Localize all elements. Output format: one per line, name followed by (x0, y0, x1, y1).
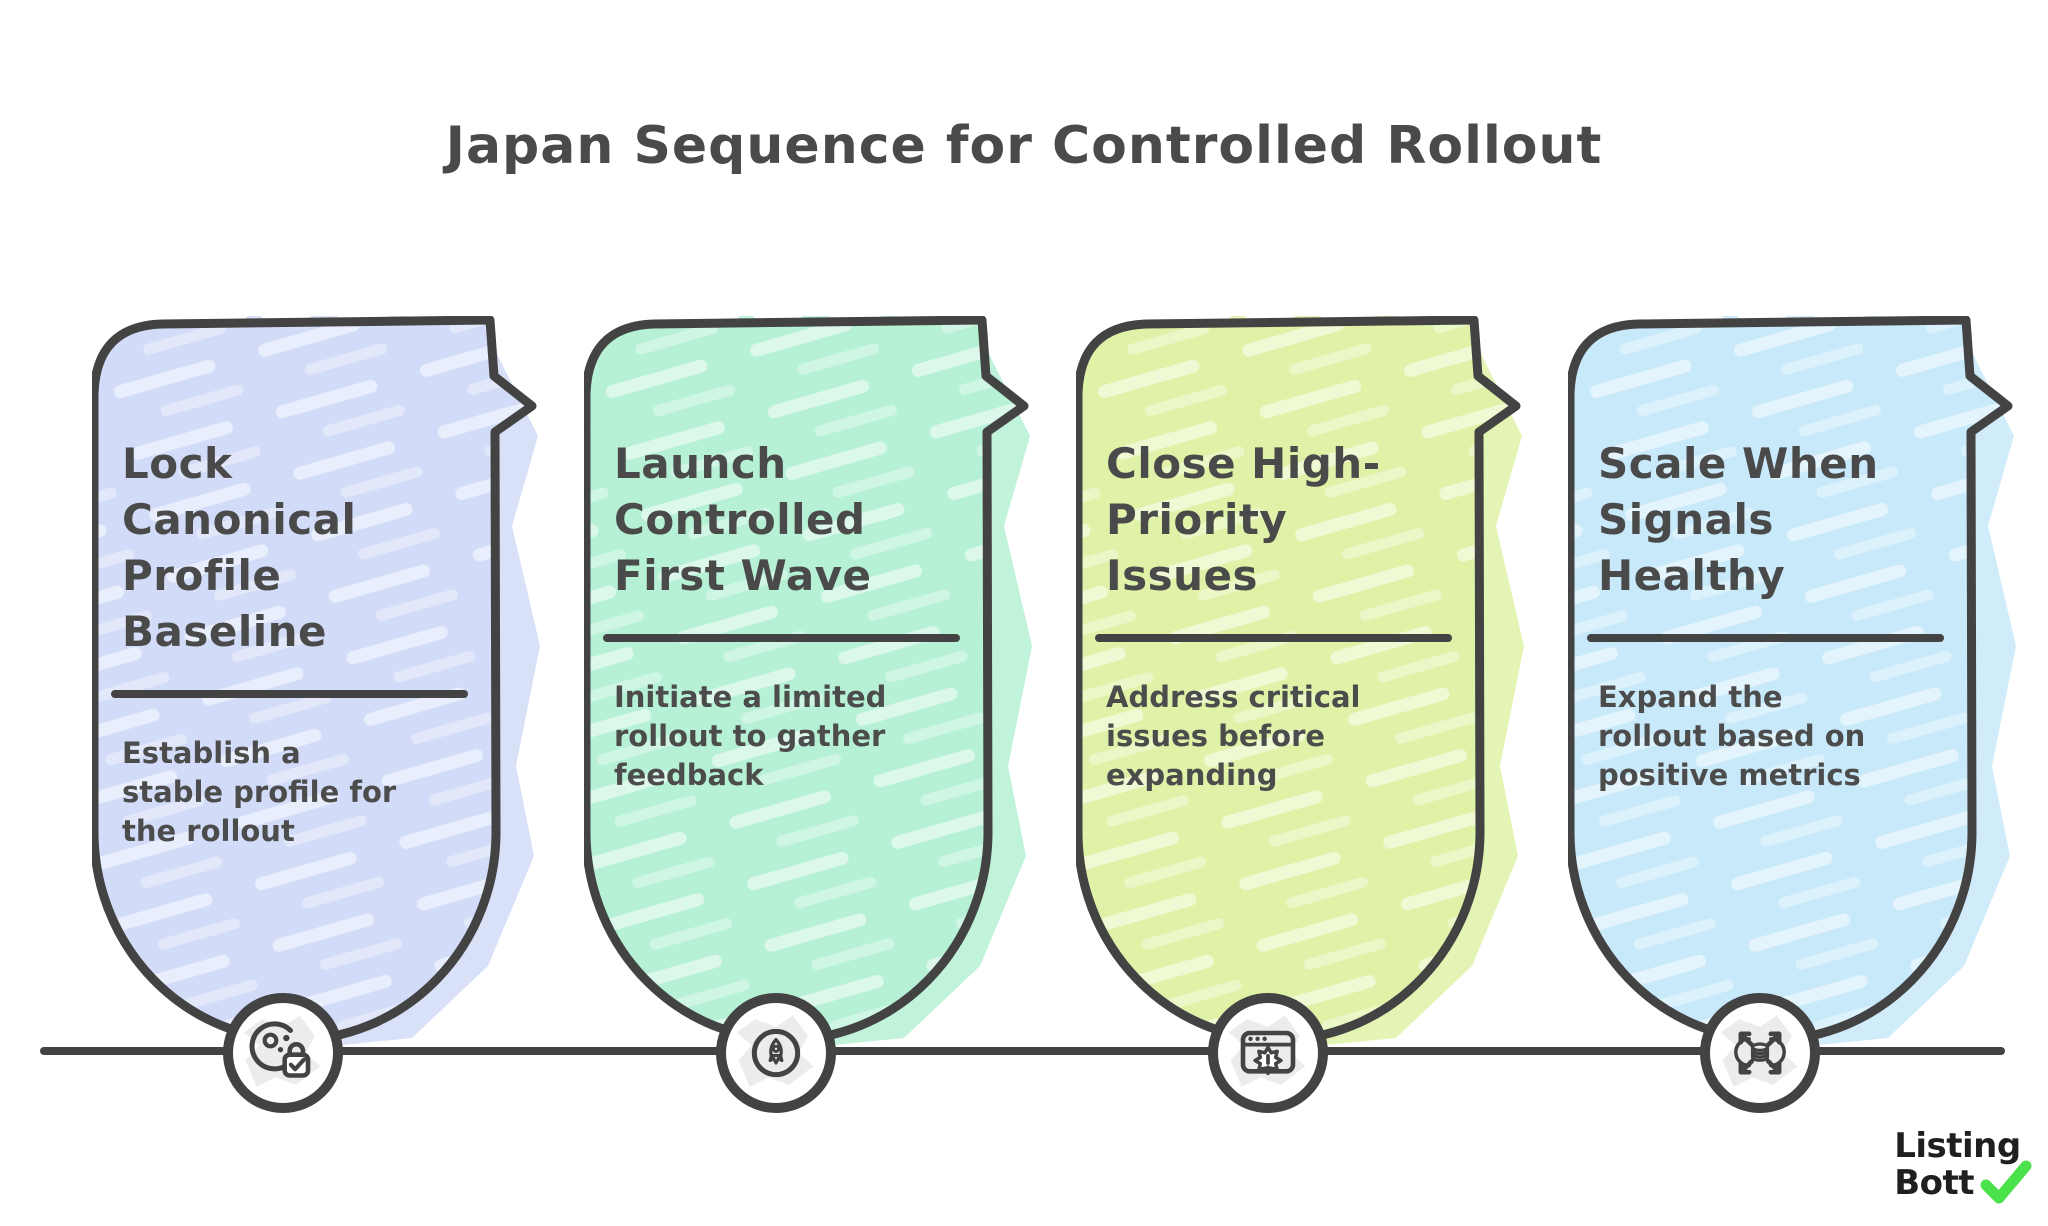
step-card-1: Lock Canonical Profile Baseline Establis… (92, 316, 540, 1050)
divider (111, 690, 468, 698)
card-shape (1568, 316, 2016, 1050)
step-description: Establish a stable profile for the rollo… (122, 736, 397, 848)
divider (603, 634, 960, 642)
step-title: Lock Canonical Profile Baseline (122, 439, 357, 656)
card-shape (92, 316, 540, 1050)
logo: Listing Bott (1894, 1128, 2032, 1207)
step-description: Address critical issues before expanding (1106, 680, 1361, 792)
divider (1095, 634, 1452, 642)
page-title: Japan Sequence for Controlled Rollout (445, 116, 1603, 176)
card-shape (584, 316, 1032, 1050)
issue-alert-icon (1240, 1030, 1296, 1076)
step-card-2: Launch Controlled First Wave Initiate a … (584, 316, 1032, 1050)
divider (1587, 634, 1944, 642)
step-description: Initiate a limited rollout to gather fee… (614, 680, 887, 792)
step-icon-circle-2 (716, 993, 836, 1113)
step-icon-circle-1 (223, 993, 343, 1113)
step-card-3: Close High- Priority Issues Address crit… (1076, 316, 1524, 1050)
profile-lock-icon (249, 1021, 311, 1078)
step-description: Expand the rollout based on positive met… (1598, 680, 1866, 792)
logo-line1: Listing (1894, 1126, 2021, 1166)
logo-line2: Bott (1894, 1163, 1974, 1203)
logo-checkmark-icon (1980, 1160, 2032, 1204)
timeline (40, 1047, 2005, 1055)
step-icon-circle-3 (1208, 993, 1328, 1113)
scale-out-icon (1734, 1031, 1786, 1075)
card-shape (1076, 316, 1524, 1050)
step-icon-circle-4 (1700, 993, 1820, 1113)
step-title: Launch Controlled First Wave (614, 439, 872, 600)
step-title: Close High- Priority Issues (1106, 439, 1381, 600)
rocket-icon (751, 1028, 801, 1078)
step-card-4: Scale When Signals Healthy Expand the ro… (1568, 316, 2016, 1050)
step-title: Scale When Signals Healthy (1598, 439, 1879, 600)
